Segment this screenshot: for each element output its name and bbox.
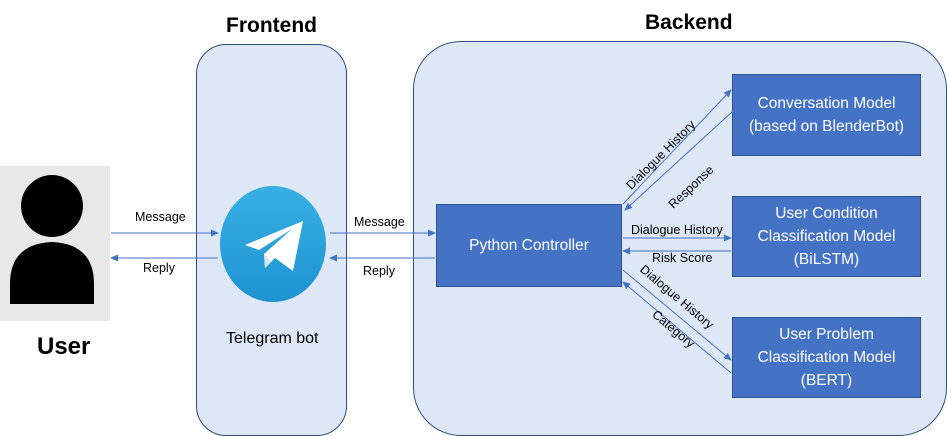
problem-model-line1: User Problem (779, 326, 874, 343)
conversation-model-line1: Conversation Model (757, 95, 896, 112)
condition-model-line3: (BiLSTM) (793, 251, 860, 268)
edge-cond-risk: Risk Score (652, 251, 713, 265)
arrow-conv-history (622, 89, 732, 205)
conversation-model-box: Conversation Model (based on BlenderBot) (732, 74, 921, 156)
condition-model-box: User Condition Classification Model (BiL… (732, 196, 921, 277)
edge-ctrl-reply: Reply (363, 264, 395, 278)
problem-model-line2: Classification Model (757, 349, 896, 366)
edge-ctrl-message: Message (354, 215, 405, 229)
python-controller-box: Python Controller (436, 204, 622, 287)
edge-cond-history: Dialogue History (631, 223, 723, 237)
problem-model-line3: (BERT) (800, 372, 853, 389)
edge-user-message: Message (135, 210, 186, 224)
user-title: User (37, 333, 91, 360)
frontend-title: Frontend (226, 14, 317, 37)
telegram-label: Telegram bot (226, 330, 319, 347)
problem-model-box: User Problem Classification Model (BERT) (732, 317, 921, 398)
condition-model-line1: User Condition (775, 205, 878, 222)
user-icon (0, 166, 110, 321)
backend-title: Backend (645, 11, 733, 34)
conversation-model-line2: (based on BlenderBot) (748, 118, 905, 135)
arrow-conv-response (624, 110, 734, 211)
telegram-icon (219, 184, 329, 304)
arrow-prob-history (622, 269, 732, 361)
python-controller-label: Python Controller (469, 237, 589, 254)
condition-model-line2: Classification Model (757, 228, 896, 245)
arrow-prob-category (622, 281, 732, 374)
edge-user-reply: Reply (143, 261, 175, 275)
